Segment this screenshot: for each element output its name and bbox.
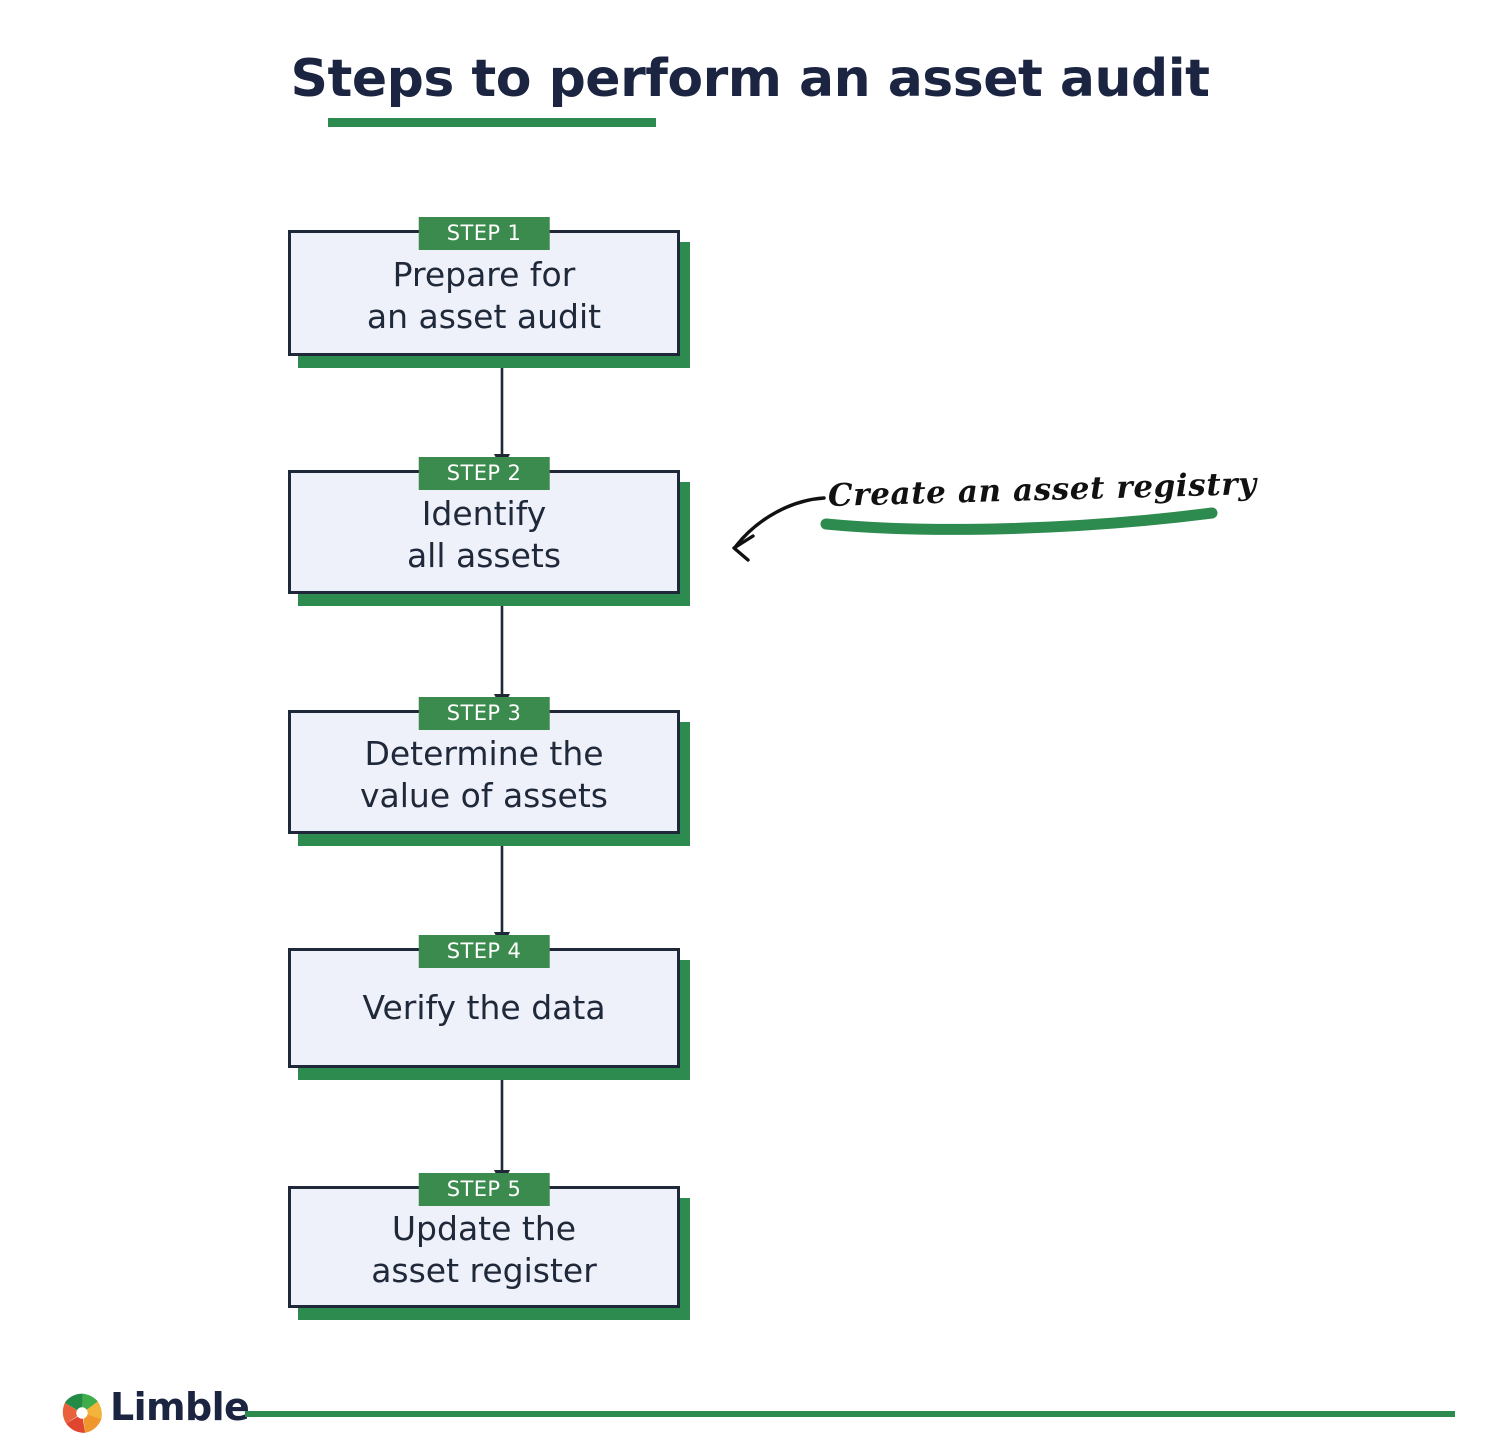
connector-arrow-1 [490, 356, 514, 470]
connector-arrow-2 [490, 594, 514, 710]
arrow-down-icon [494, 594, 510, 710]
brand-name: Limble [110, 1385, 250, 1429]
footer-rule [245, 1411, 1455, 1417]
annotation-create-asset-registry: Create an asset registry [720, 466, 1280, 580]
highlight-brushstroke [820, 507, 1218, 535]
step-node-1[interactable]: Prepare for an asset audit STEP 1 [288, 217, 690, 368]
step-label: Determine the value of assets [360, 734, 608, 815]
step-node-3[interactable]: Determine the value of assets STEP 3 [288, 697, 690, 846]
step-number-tab: STEP 1 [418, 217, 550, 250]
step-node-box[interactable]: Update the asset register [288, 1186, 680, 1308]
arrow-down-icon [494, 356, 510, 470]
footer: Limble [60, 1385, 1460, 1445]
connector-arrow-4 [490, 1068, 514, 1186]
step-number-tab: STEP 5 [418, 1173, 550, 1206]
step-node-box[interactable]: Determine the value of assets [288, 710, 680, 834]
step-label: Update the asset register [371, 1209, 597, 1290]
step-label: Identify all assets [406, 494, 562, 575]
step-label: Verify the data [362, 988, 606, 1028]
limble-logo-icon [62, 1393, 102, 1433]
step-node-box[interactable]: Identify all assets [288, 470, 680, 594]
title-underline-accent [328, 118, 656, 127]
arrow-down-icon [494, 1068, 510, 1186]
step-node-2[interactable]: Identify all assets STEP 2 [288, 457, 690, 606]
step-node-4[interactable]: Verify the data STEP 4 [288, 935, 690, 1080]
step-label: Prepare for an asset audit [366, 255, 602, 336]
page-title: Steps to perform an asset audit [290, 49, 1210, 109]
step-number-tab: STEP 2 [418, 457, 550, 490]
connector-arrow-3 [490, 834, 514, 948]
curved-arrow-icon [732, 496, 826, 562]
step-number-tab: STEP 4 [418, 935, 550, 968]
page-title-block: Steps to perform an asset audit [0, 52, 1500, 107]
step-number-tab: STEP 3 [418, 697, 550, 730]
arrow-down-icon [494, 834, 510, 948]
